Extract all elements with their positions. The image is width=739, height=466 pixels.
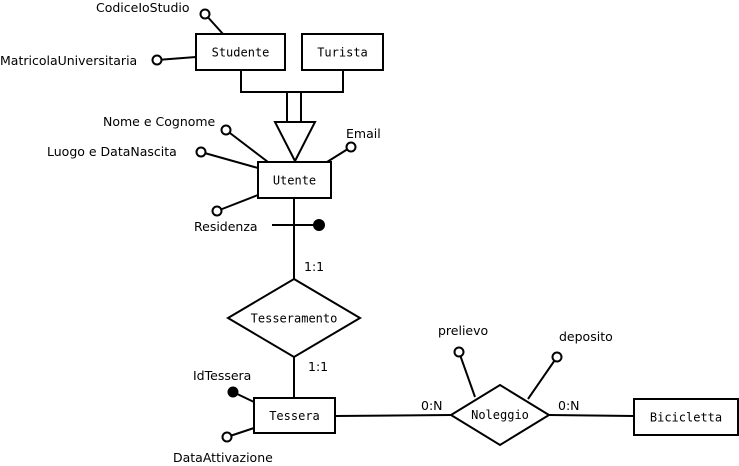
- attr-circle-email: [345, 141, 357, 153]
- attr-circle-prelievo: [453, 346, 465, 358]
- generalization-connector: [240, 70, 344, 93]
- attr-label-deposito: deposito: [559, 329, 613, 344]
- entity-studente-label: Studente: [212, 46, 270, 60]
- attr-line-nome-cognome: [225, 129, 269, 163]
- attr-label-prelievo: prelievo: [438, 323, 488, 338]
- entity-turista-box: [301, 33, 384, 71]
- cardinality-tessera-noleggio: 0:N: [421, 398, 443, 413]
- entity-studente[interactable]: Studente: [195, 33, 286, 71]
- attr-line-deposito: [527, 356, 558, 400]
- attr-circle-luogo-data-nascita: [195, 146, 207, 158]
- attr-circle-matricola: [151, 54, 163, 66]
- entity-tessera-label: Tessera: [269, 409, 320, 423]
- cardinality-utente-tesseramento: 1:1: [304, 259, 324, 274]
- attr-line-residenza: [216, 194, 259, 212]
- relationship-noleggio-label: Noleggio: [471, 408, 529, 422]
- entity-utente-box: [257, 161, 332, 199]
- attr-label-email: Email: [346, 126, 381, 141]
- link-noleggio-bicicletta: [548, 414, 635, 417]
- attr-line-prelievo: [458, 351, 476, 398]
- entity-tessera-box: [253, 397, 336, 434]
- relationship-tesseramento[interactable]: Tesseramento: [226, 277, 362, 359]
- attr-circle-data-attivazione: [221, 431, 233, 443]
- attr-label-residenza: Residenza: [194, 219, 258, 234]
- cardinality-tessera-tesseramento: 1:1: [308, 359, 328, 374]
- attr-label-id-tessera: IdTessera: [193, 368, 251, 383]
- entity-bicicletta-label: Bicicletta: [650, 411, 722, 425]
- entity-bicicletta[interactable]: Bicicletta: [633, 398, 739, 436]
- entity-studente-box: [195, 33, 286, 71]
- attr-label-luogo-data-nascita: Luogo e DataNascita: [47, 144, 177, 159]
- attr-circle-codice-studio: [199, 8, 211, 20]
- attr-label-matricola: MatricolaUniversitaria: [0, 53, 137, 68]
- identifier-circle-id-tessera: [227, 386, 239, 398]
- attr-label-nome-cognome: Nome e Cognome: [103, 114, 216, 129]
- attr-circle-deposito: [551, 351, 563, 363]
- entity-tessera[interactable]: Tessera: [253, 397, 336, 434]
- attr-line-luogo-data-nascita: [200, 151, 259, 169]
- entity-utente-label: Utente: [273, 174, 316, 188]
- identifier-circle-utente: [313, 219, 325, 231]
- attr-label-codice-studio: CodiceIoStudio: [96, 0, 190, 15]
- relationship-tesseramento-diamond: [226, 277, 362, 359]
- attr-circle-nome-cognome: [220, 124, 232, 136]
- entity-turista-label: Turista: [317, 46, 368, 60]
- entity-utente[interactable]: Utente: [257, 161, 332, 199]
- relationship-noleggio[interactable]: Noleggio: [449, 383, 551, 447]
- link-tessera-noleggio: [334, 414, 452, 417]
- cardinality-bicicletta-noleggio: 0:N: [558, 398, 580, 413]
- attr-circle-residenza: [211, 205, 223, 217]
- entity-turista[interactable]: Turista: [301, 33, 384, 71]
- relationship-noleggio-diamond: [449, 383, 551, 447]
- attr-label-data-attivazione: DataAttivazione: [173, 450, 273, 465]
- entity-bicicletta-box: [633, 398, 739, 436]
- generalization: [240, 70, 344, 164]
- relationship-tesseramento-label: Tesseramento: [251, 312, 338, 326]
- attr-line-matricola: [156, 56, 197, 61]
- generalization-arrow: [273, 121, 317, 164]
